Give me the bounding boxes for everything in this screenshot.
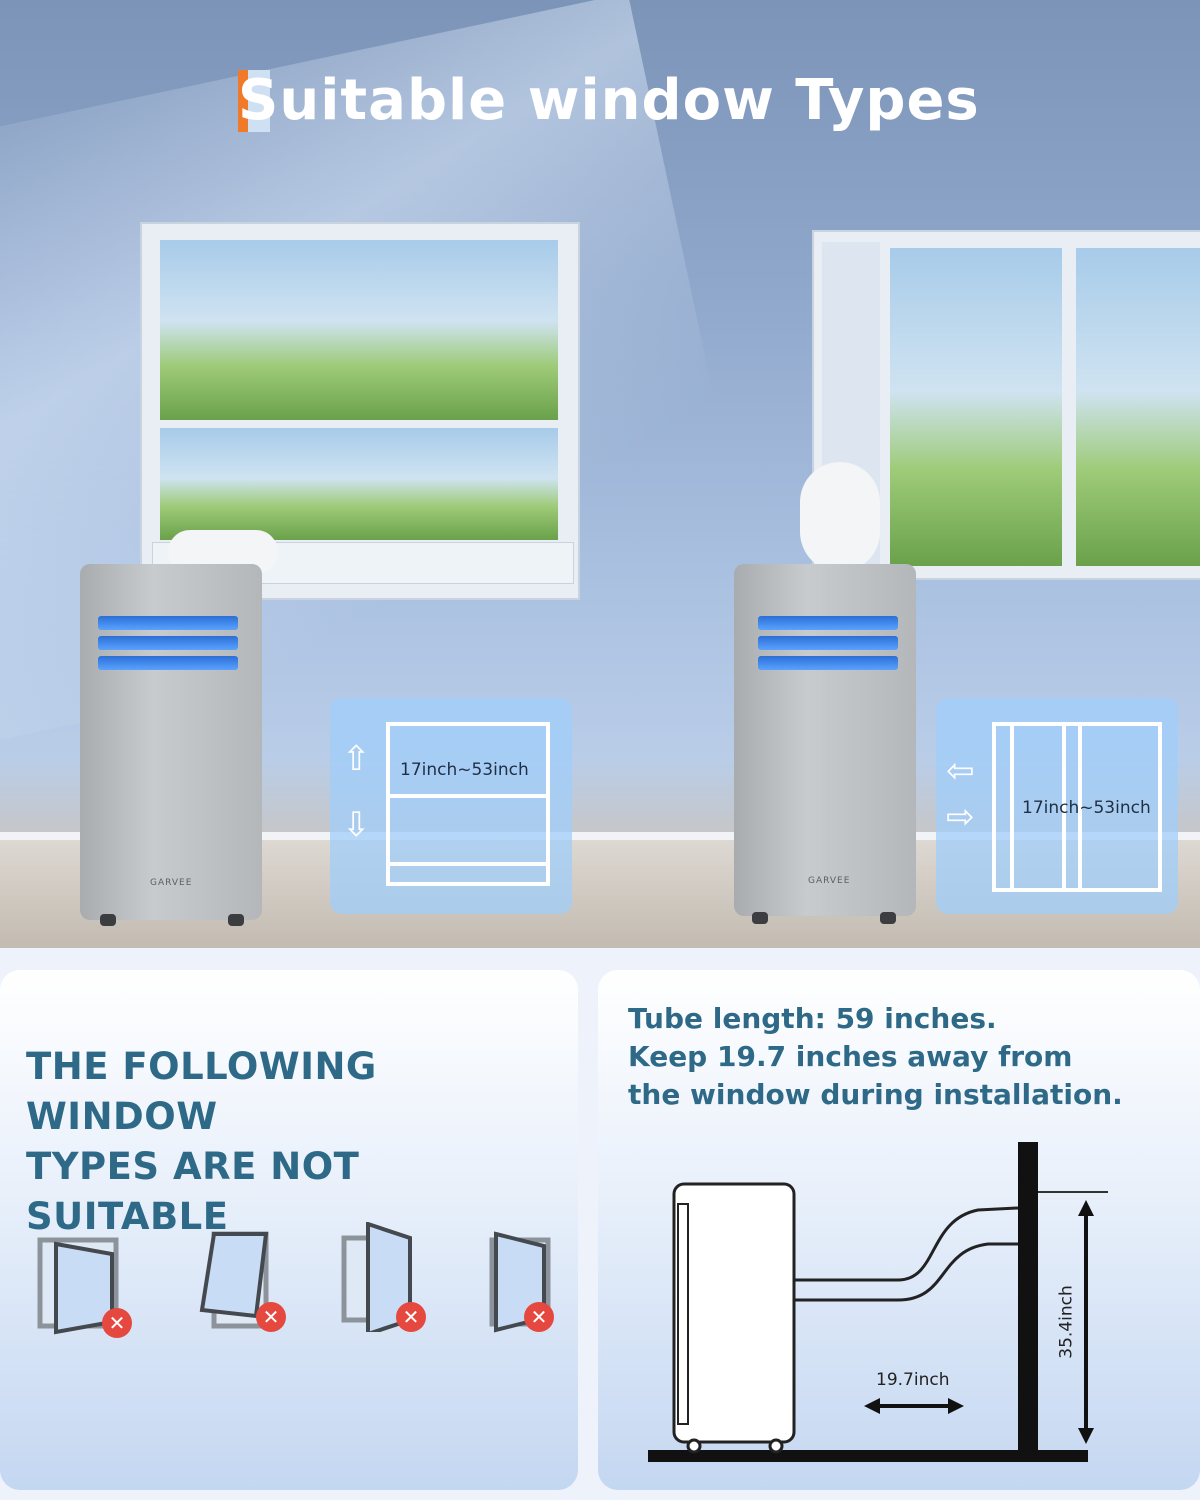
not-suitable-badge-icon: ✕ bbox=[396, 1302, 426, 1332]
pivot-window-icon: ✕ bbox=[484, 1226, 574, 1336]
hose-outline bbox=[794, 1206, 1019, 1282]
distance-arrowhead bbox=[864, 1398, 880, 1414]
window-lower-pane bbox=[160, 428, 558, 540]
window-diagram-rail bbox=[390, 862, 546, 866]
not-suitable-badge-icon: ✕ bbox=[102, 1308, 132, 1338]
window-diagram bbox=[386, 722, 550, 886]
arrow-left-icon: ⇦ bbox=[946, 751, 975, 791]
distance-arrowhead bbox=[948, 1398, 964, 1414]
installation-line: Tube length: 59 inches. bbox=[628, 1002, 997, 1035]
title-accent-highlight bbox=[248, 70, 270, 132]
title-accent-bar bbox=[238, 70, 248, 132]
hero-scene: Suitable window Types GARVEE GARVEE ⇧ ⇩ bbox=[0, 0, 1200, 948]
installation-line: Keep 19.7 inches away from bbox=[628, 1040, 1073, 1073]
casement-window-icon: ✕ bbox=[36, 1230, 132, 1340]
not-suitable-heading: THE FOLLOWING WINDOW TYPES ARE NOT SUITA… bbox=[26, 1042, 566, 1242]
exhaust-hose bbox=[800, 462, 880, 572]
vertical-range-label: 17inch~53inch bbox=[400, 760, 529, 780]
ac-wheel bbox=[228, 914, 244, 926]
not-suitable-panel: THE FOLLOWING WINDOW TYPES ARE NOT SUITA… bbox=[0, 970, 578, 1490]
horizontal-range-label: 17inch~53inch bbox=[1022, 798, 1151, 818]
arrow-right-icon: ⇨ bbox=[946, 797, 975, 837]
window-diagram-rail bbox=[1062, 726, 1066, 888]
ac-vent-louver bbox=[758, 616, 898, 630]
arrow-down-icon: ⇩ bbox=[342, 805, 371, 845]
ac-wheel bbox=[100, 914, 116, 926]
portable-ac-unit: GARVEE bbox=[80, 564, 262, 920]
ac-vent-louver bbox=[758, 656, 898, 670]
ac-brand-logo: GARVEE bbox=[808, 876, 851, 886]
vertical-window-callout: ⇧ ⇩ 17inch~53inch bbox=[330, 698, 572, 914]
ac-wheel bbox=[686, 1438, 702, 1454]
installation-diagram bbox=[648, 1142, 1108, 1462]
window-right-pane bbox=[1076, 248, 1200, 566]
ac-vent-louver bbox=[758, 636, 898, 650]
height-arrowhead bbox=[1078, 1200, 1094, 1216]
wall bbox=[1018, 1142, 1038, 1456]
hose-outline bbox=[794, 1242, 1018, 1302]
not-suitable-badge-icon: ✕ bbox=[524, 1302, 554, 1332]
height-label: 35.4inch bbox=[1056, 1285, 1077, 1359]
installation-panel: Tube length: 59 inches. Keep 19.7 inches… bbox=[598, 970, 1200, 1490]
ac-vent-louver bbox=[98, 656, 238, 670]
window-upper-pane bbox=[160, 240, 558, 420]
heading-line: TYPES ARE NOT SUITABLE bbox=[26, 1145, 360, 1238]
arrow-up-icon: ⇧ bbox=[342, 739, 371, 779]
page-title: Suitable window Types bbox=[238, 68, 980, 133]
height-arrowhead bbox=[1078, 1428, 1094, 1444]
window-diagram-rail bbox=[390, 794, 546, 798]
installation-line: the window during installation. bbox=[628, 1078, 1123, 1111]
not-suitable-badge-icon: ✕ bbox=[256, 1302, 286, 1332]
ac-brand-logo: GARVEE bbox=[150, 878, 193, 888]
window-diagram-rail bbox=[1078, 726, 1082, 888]
horizontal-sliding-window bbox=[812, 230, 1200, 580]
ac-wheel bbox=[768, 1438, 784, 1454]
distance-label: 19.7inch bbox=[876, 1370, 950, 1390]
ac-side-panel bbox=[677, 1203, 689, 1425]
window-left-pane bbox=[890, 248, 1062, 566]
awning-window-icon: ✕ bbox=[196, 1226, 286, 1336]
window-diagram-rail bbox=[1010, 726, 1014, 888]
portable-ac-unit: GARVEE bbox=[734, 564, 916, 916]
tilt-window-icon: ✕ bbox=[338, 1221, 428, 1337]
floor-line bbox=[648, 1450, 1088, 1462]
installation-text: Tube length: 59 inches. Keep 19.7 inches… bbox=[628, 1000, 1188, 1114]
heading-line: THE FOLLOWING WINDOW bbox=[26, 1045, 377, 1138]
ac-outline bbox=[672, 1182, 796, 1444]
ac-vent-louver bbox=[98, 616, 238, 630]
horizontal-window-callout: ⇦ ⇨ 17inch~53inch bbox=[936, 698, 1178, 914]
baseboard bbox=[0, 832, 1200, 842]
ac-wheel bbox=[752, 912, 768, 924]
ac-wheel bbox=[880, 912, 896, 924]
window-diagram bbox=[992, 722, 1162, 892]
ac-vent-louver bbox=[98, 636, 238, 650]
